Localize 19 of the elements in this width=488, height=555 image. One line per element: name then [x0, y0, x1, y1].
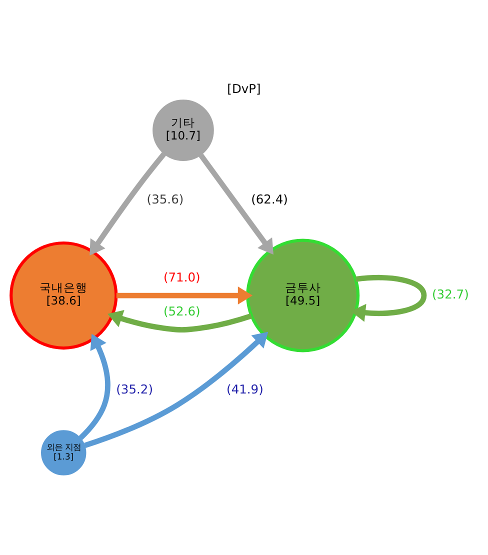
- arrow: [116, 286, 253, 305]
- arrow: [84, 332, 268, 448]
- diagram-title: [DvP]: [227, 82, 261, 96]
- arrow: [78, 334, 110, 440]
- arrow: [108, 310, 252, 332]
- edge-label: (41.9): [226, 382, 264, 397]
- node-circle: 외은 지점 [1.3]: [41, 430, 86, 476]
- node-circle: 기타 [10.7]: [152, 100, 214, 161]
- node-circle: 금투사 [49.5]: [246, 238, 360, 352]
- arrow: [350, 275, 427, 322]
- node-circle: 국내은행 [38.6]: [10, 241, 118, 350]
- edge-label: (35.2): [116, 382, 153, 397]
- edge-label: (62.4): [251, 192, 288, 206]
- edge-label: (32.7): [432, 287, 469, 302]
- edge-label: (71.0): [163, 270, 200, 285]
- arrow: [198, 154, 274, 255]
- edge-label: (35.6): [146, 192, 184, 206]
- edge-label: (52.6): [163, 304, 200, 318]
- arrow: [90, 152, 166, 256]
